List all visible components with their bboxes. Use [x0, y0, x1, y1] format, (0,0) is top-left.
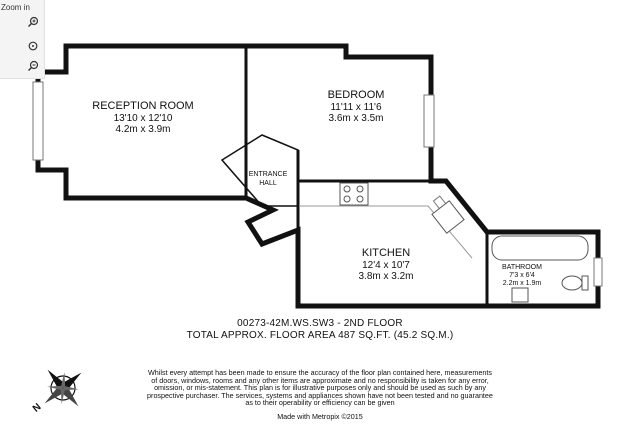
zoom-label: Zoom in	[1, 3, 30, 12]
door-swing-hall	[220, 134, 299, 207]
zoom-out-icon[interactable]	[27, 60, 39, 72]
compass-point-se	[63, 386, 79, 391]
hob-ring	[343, 195, 351, 203]
reception-imperial: 13'10 x 12'10	[114, 113, 173, 124]
window-bathroom	[593, 257, 603, 287]
reset-icon[interactable]	[27, 40, 39, 52]
bathroom-imperial: 7'3 x 6'4	[509, 272, 535, 279]
disclaimer-line: of doors, windows, rooms and any other i…	[151, 375, 489, 385]
kitchen-metric: 3.8m x 3.2m	[358, 271, 413, 282]
property-code: 00273-42M.WS.SW3 - 2ND FLOOR	[237, 318, 403, 329]
compass-point-n	[47, 369, 64, 388]
hall-line1: ENTRANCE	[249, 171, 288, 178]
toilet	[561, 275, 583, 291]
zoom-toolbar: Zoom in	[0, 0, 45, 79]
compass-ring	[50, 375, 76, 401]
disclaimer-line: Whilst every attempt has been made to en…	[148, 368, 492, 377]
disclaimer: Whilst every attempt has been made to en…	[0, 369, 640, 407]
worktop	[300, 205, 473, 259]
reception-metric: 4.2m x 3.9m	[115, 124, 170, 135]
made-with-credit: Made with Metropix ©2015	[277, 412, 363, 421]
window-bedroom	[423, 94, 435, 148]
bathroom-fixtures	[491, 235, 589, 303]
compass-rose: N	[31, 369, 82, 415]
basin	[511, 287, 529, 303]
bedroom-imperial: 11'11 x 11'6	[330, 102, 382, 113]
compass-point-sw	[60, 388, 65, 404]
bedroom-name: BEDROOM	[328, 89, 385, 101]
kitchen-imperial: 12'4 x 10'7	[362, 260, 410, 271]
zoom-in-icon[interactable]	[27, 16, 39, 28]
hob-ring	[356, 185, 364, 193]
disclaimer-line: as to their operability or efficiency ca…	[245, 398, 395, 408]
kitchen-sink	[431, 200, 465, 234]
bathtub	[491, 235, 589, 261]
compass-point-nw	[47, 385, 63, 390]
bedroom-metric: 3.6m x 3.5m	[328, 113, 383, 124]
compass-point-ne	[61, 372, 66, 388]
interior-walls	[220, 46, 489, 306]
compass-point-e	[63, 372, 82, 389]
toilet-cistern	[581, 275, 589, 291]
hob-ring	[343, 185, 351, 193]
compass-point-w	[44, 387, 63, 404]
hall-line2: HALL	[259, 180, 277, 187]
compass-point-s	[62, 388, 79, 407]
kitchen-fixtures	[300, 182, 473, 259]
kitchen-name: KITCHEN	[362, 247, 410, 259]
window-reception	[32, 81, 44, 161]
floor-area: TOTAL APPROX. FLOOR AREA 487 SQ.FT. (45.…	[186, 330, 454, 341]
bathroom-metric: 2.2m x 1.9m	[503, 280, 542, 287]
room-labels: RECEPTION ROOM 13'10 x 12'10 4.2m x 3.9m…	[92, 89, 542, 287]
disclaimer-line: omission, or mis-statement. This plan is…	[154, 383, 486, 393]
disclaimer-line: prospective purchaser. The services, sys…	[147, 390, 493, 400]
bathroom-name: BATHROOM	[502, 264, 542, 271]
hob	[339, 182, 369, 206]
hob-ring	[356, 195, 364, 203]
reception-name: RECEPTION ROOM	[92, 100, 193, 112]
